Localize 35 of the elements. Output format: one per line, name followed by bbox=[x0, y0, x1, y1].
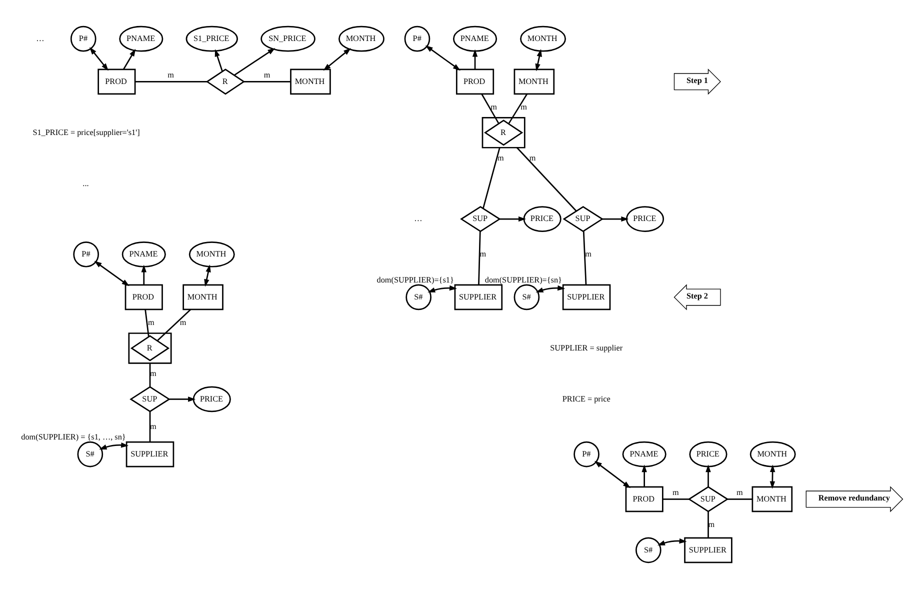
arrow bbox=[323, 48, 351, 71]
arrow bbox=[594, 460, 631, 488]
arrow bbox=[89, 47, 108, 71]
arrow bbox=[99, 442, 129, 450]
connector bbox=[156, 309, 191, 342]
connector bbox=[135, 81, 208, 82]
connector bbox=[149, 363, 151, 387]
arrow bbox=[169, 396, 196, 402]
connector bbox=[149, 412, 151, 442]
arrow bbox=[536, 285, 566, 292]
connector bbox=[662, 498, 690, 500]
arrow bbox=[642, 464, 647, 487]
connector bbox=[582, 231, 587, 285]
arrow bbox=[706, 464, 711, 487]
arrow bbox=[770, 464, 776, 489]
arrow bbox=[428, 285, 457, 292]
arrow bbox=[602, 216, 629, 222]
connector bbox=[481, 94, 500, 124]
arrow bbox=[472, 49, 478, 70]
arrow bbox=[94, 260, 130, 286]
arrow bbox=[500, 216, 526, 222]
connector bbox=[144, 310, 150, 337]
arrow bbox=[214, 49, 223, 72]
connector bbox=[708, 512, 709, 538]
connector bbox=[482, 147, 500, 208]
connector bbox=[478, 231, 481, 285]
arrow bbox=[234, 48, 276, 76]
arrow bbox=[657, 538, 687, 546]
connector bbox=[516, 147, 577, 212]
connector bbox=[727, 498, 752, 500]
connector bbox=[244, 81, 291, 82]
arrow bbox=[425, 45, 460, 71]
arrow bbox=[141, 264, 146, 285]
arrow bbox=[123, 48, 136, 70]
connector bbox=[508, 94, 528, 124]
